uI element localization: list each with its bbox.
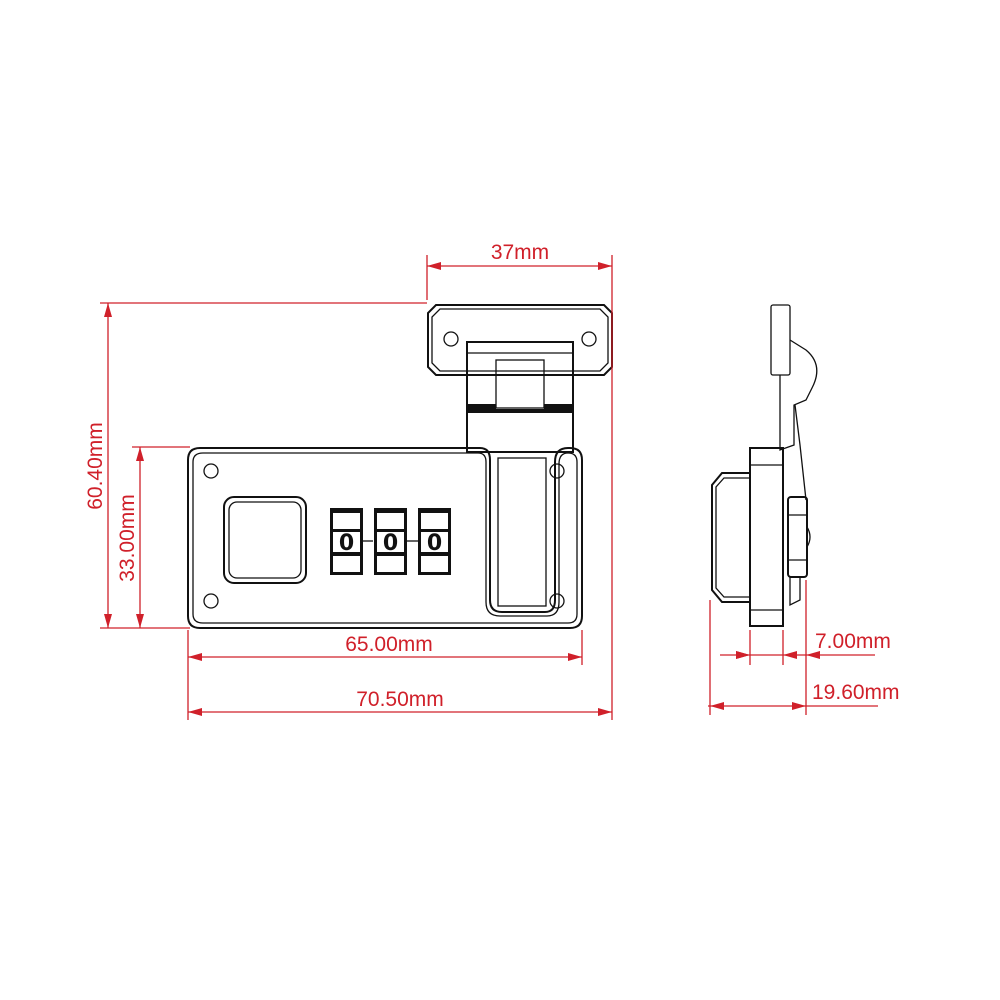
dimension-plate-height: 33.00mm (116, 446, 190, 628)
screw-hole (203, 593, 219, 609)
dimension-label: 33.00mm (116, 494, 139, 582)
dimension-top-width: 37mm (426, 241, 613, 330)
dimension-plate-thickness: 7.00mm (720, 580, 891, 715)
main-plate (187, 447, 583, 629)
dimension-label: 65.00mm (345, 633, 433, 656)
screw-hole (443, 331, 459, 347)
dial: 0 (418, 508, 451, 575)
screw-hole (203, 463, 219, 479)
screw-hole (549, 593, 565, 609)
dial: 0 (330, 508, 363, 575)
dimension-label: 19.60mm (812, 681, 900, 704)
side-view (711, 304, 818, 627)
dimension-label: 37mm (491, 241, 549, 264)
front-view: 0 0 0 (187, 304, 613, 629)
dimension-label: 70.50mm (356, 688, 444, 711)
combination-dials: 0 0 0 (330, 508, 451, 575)
screw-hole (549, 463, 565, 479)
dimension-label: 7.00mm (815, 630, 891, 653)
dimension-label: 60.40mm (84, 422, 107, 510)
dimension-total-height: 60.40mm (84, 302, 427, 629)
dial: 0 (374, 508, 407, 575)
dial-digit: 0 (427, 531, 442, 556)
dimension-total-depth: 19.60mm (708, 600, 900, 715)
dial-digit: 0 (339, 531, 354, 556)
screw-hole (581, 331, 597, 347)
release-button (223, 496, 307, 584)
dimension-plate-width: 65.00mm (187, 630, 583, 720)
dimension-total-width: 70.50mm (188, 330, 613, 720)
dial-digit: 0 (383, 531, 398, 556)
hinge-tab (427, 304, 613, 453)
